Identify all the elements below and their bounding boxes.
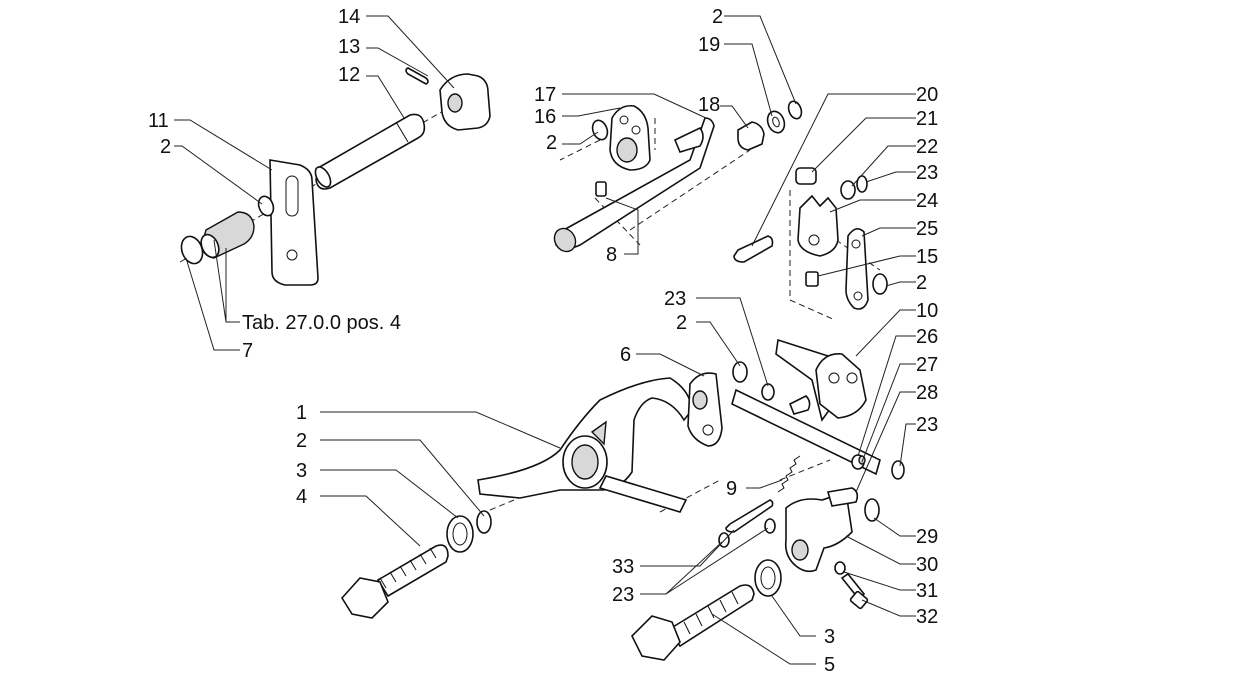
pivot-pin-group [179, 67, 491, 286]
part-fork-24 [797, 194, 839, 257]
callout-tab-reference: Tab. 27.0.0 pos. 4 [242, 312, 401, 334]
callout-23: 23 [916, 414, 938, 436]
callout-3: 3 [824, 626, 835, 648]
part-bush-18 [737, 121, 765, 151]
callout-32: 32 [916, 606, 938, 628]
callout-2: 2 [546, 132, 557, 154]
callout-2: 2 [296, 430, 307, 452]
callout-27: 27 [916, 354, 938, 376]
leader-lines [174, 15, 916, 665]
callout-33: 33 [612, 556, 634, 578]
callout-6: 6 [620, 344, 631, 366]
callout-2: 2 [712, 6, 723, 28]
part-collar [439, 73, 491, 131]
part-bracket-10 [815, 353, 867, 419]
callout-5: 5 [824, 654, 835, 676]
part-nut-31 [834, 561, 846, 575]
callout-2: 2 [160, 136, 171, 158]
callout-28: 28 [916, 382, 938, 404]
selector-lever-group [553, 100, 803, 253]
part-ring [180, 235, 204, 265]
part-bolt-4 [341, 544, 449, 619]
fork-linkage-group [733, 167, 888, 321]
callout-14: 14 [338, 6, 360, 28]
callout-22: 22 [916, 136, 938, 158]
part-washer-3a [446, 515, 474, 553]
part-washer-19 [766, 110, 786, 134]
callout-10: 10 [916, 300, 938, 322]
part-plate-6 [687, 372, 723, 447]
callout-11: 11 [148, 110, 169, 132]
callout-30: 30 [916, 554, 938, 576]
part-pivot-pin [315, 113, 426, 190]
part-linkage-bar [731, 388, 881, 476]
part-screw-15 [805, 271, 819, 287]
part-washer-22 [840, 180, 856, 200]
part-roll-pin [405, 67, 429, 85]
callout-31: 31 [916, 580, 938, 602]
callout-29: 29 [916, 526, 938, 548]
callout-4: 4 [296, 486, 307, 508]
callout-21: 21 [916, 108, 938, 130]
callout-9: 9 [726, 478, 737, 500]
callout-1: 1 [296, 402, 307, 424]
part-plate-25 [845, 228, 869, 310]
callout-23: 23 [612, 584, 634, 606]
callout-17: 17 [534, 84, 556, 106]
part-washer-3b [754, 559, 782, 597]
callout-20: 20 [916, 84, 938, 106]
callout-2: 2 [916, 272, 927, 294]
callout-8: 8 [606, 244, 617, 266]
part-spring [777, 455, 801, 493]
part-bracket-plate [269, 159, 319, 286]
callout-23: 23 [916, 162, 938, 184]
callout-12: 12 [338, 64, 360, 86]
callout-13: 13 [338, 36, 360, 58]
callout-24: 24 [916, 190, 938, 212]
callout-labels: 14 13 12 11 2 Tab. 27.0.0 pos. 4 7 17 16… [148, 6, 938, 676]
callout-3: 3 [296, 460, 307, 482]
part-bolt-5 [631, 584, 755, 661]
callout-16: 16 [534, 106, 556, 128]
part-grub-screw [595, 181, 607, 197]
callout-26: 26 [916, 326, 938, 348]
callout-15: 15 [916, 246, 938, 268]
callout-7: 7 [242, 340, 253, 362]
callout-23: 23 [664, 288, 686, 310]
part-pin-20 [733, 235, 774, 263]
callout-25: 25 [916, 218, 938, 240]
main-fork-group [341, 338, 905, 661]
part-screw-33 [725, 499, 774, 533]
callout-2: 2 [676, 312, 687, 334]
part-circlip [257, 195, 275, 217]
part-bush-21 [795, 167, 817, 185]
callout-19: 19 [698, 34, 720, 56]
callout-18: 18 [698, 94, 720, 116]
